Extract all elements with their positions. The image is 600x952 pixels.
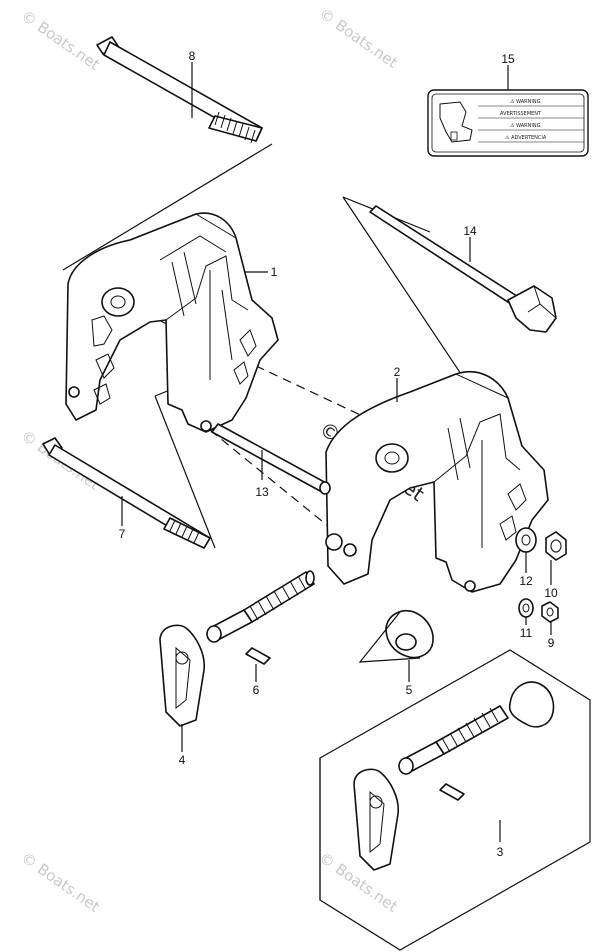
part-9-nut (541, 601, 559, 623)
warning-label-line1: ⚠ WARNING (510, 99, 541, 105)
part-13-rod (211, 423, 331, 495)
callout-15: 15 (501, 52, 515, 66)
warning-label-line2: AVERTISSEMENT (500, 111, 542, 117)
part-3-screw-kit (319, 649, 591, 951)
part-5-pad (358, 610, 434, 663)
part-11-washer (518, 598, 534, 618)
callout-7: 7 (119, 527, 126, 541)
clamp-screw (206, 570, 315, 643)
callout-13: 13 (255, 485, 269, 499)
watermark-top-right: © Boats.net (316, 5, 401, 72)
part-6-pin (245, 647, 271, 665)
part-15-warning-label: ⚠ WARNING AVERTISSEMENT ⚠ WARNING ⚠ ADVE… (427, 89, 589, 157)
callout-12: 12 (519, 574, 533, 588)
part-4-handle (159, 624, 206, 727)
leader-lines (121, 62, 552, 842)
callout-labels: 8 15 14 1 2 13 7 12 10 11 9 6 5 4 3 (119, 49, 558, 859)
warning-label-line3: ⚠ WARNING (510, 123, 541, 129)
part-2-clamp-bracket (325, 370, 549, 593)
callout-14: 14 (463, 224, 477, 238)
part-10-nut (545, 531, 567, 561)
callout-2: 2 (394, 365, 401, 379)
part-7-bolt (42, 437, 211, 549)
callout-1: 1 (271, 265, 278, 279)
callout-9: 9 (548, 636, 555, 650)
part-14-tilt-rod (369, 205, 557, 333)
watermark-bottom-left: © Boats.net (18, 849, 103, 916)
callout-5: 5 (406, 683, 413, 697)
callout-4: 4 (179, 753, 186, 767)
callout-11: 11 (520, 626, 533, 640)
warning-label-line4: ⚠ ADVERTENCIA (505, 135, 547, 141)
callout-3: 3 (497, 845, 504, 859)
part-1-clamp-bracket (65, 212, 279, 433)
callout-6: 6 (253, 683, 260, 697)
part-12-washer (515, 527, 537, 553)
callout-10: 10 (544, 586, 558, 600)
callout-8: 8 (189, 49, 196, 63)
watermark-top-left: © Boats.net (18, 7, 103, 74)
part-8-bolt (96, 36, 263, 144)
